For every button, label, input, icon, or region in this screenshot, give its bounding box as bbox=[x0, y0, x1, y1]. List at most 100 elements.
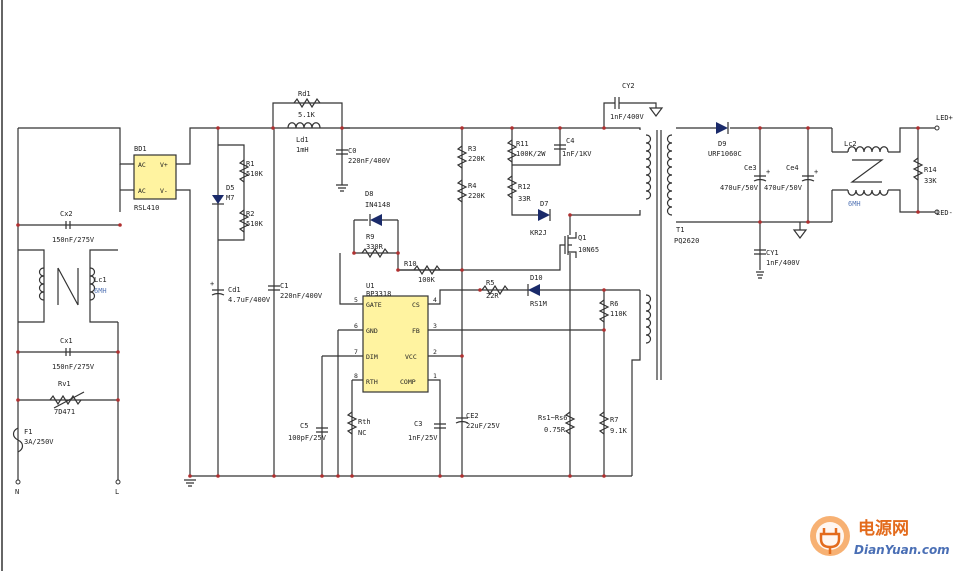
lc1-value: 6MH bbox=[94, 287, 107, 295]
capacitor-ce2: CE2 22uF/25V bbox=[455, 412, 501, 430]
f1-ref: F1 bbox=[24, 428, 32, 436]
terminal-led-plus: LED+ bbox=[936, 114, 953, 122]
u1-pin-cs: CS bbox=[412, 301, 420, 309]
lc2-value: 6MH bbox=[848, 200, 861, 208]
t1-value: PQ2620 bbox=[674, 237, 699, 245]
resistor-r6: R6 110K bbox=[598, 299, 628, 323]
input-terminals: N L bbox=[15, 479, 121, 496]
r12-ref: R12 bbox=[518, 183, 531, 191]
r10-value: 100K bbox=[418, 276, 436, 284]
varistor-rv1: Rv1 7D471 bbox=[49, 380, 85, 416]
capacitor-c5: C5 100pF/25V bbox=[288, 422, 328, 442]
lc2-ref: Lc2 bbox=[844, 140, 857, 148]
u1-pinnum-1: 1 bbox=[433, 372, 437, 380]
transformer-t1: T1 PQ2620 bbox=[645, 130, 699, 380]
c3-ref: C3 bbox=[414, 420, 422, 428]
dianyuan-logo: 电源网 DianYuan.com bbox=[810, 516, 950, 557]
resistor-r1: R1 510K bbox=[238, 159, 264, 183]
r5-ref: R5 bbox=[486, 279, 494, 287]
resistor-r3: R3 220K bbox=[456, 145, 486, 169]
c1-ref: C1 bbox=[280, 282, 288, 290]
bridge-rectifier-bd1: BD1 RSL410 AC AC V+ V- bbox=[133, 145, 177, 212]
capacitor-c0: C0 220nF/400V bbox=[336, 147, 391, 165]
diode-d9: D9 URF1060C bbox=[708, 122, 742, 158]
ld1-ref: Ld1 bbox=[296, 136, 309, 144]
resistor-r9: R9 330R bbox=[361, 233, 389, 259]
resistor-r14: R14 33K bbox=[912, 157, 937, 185]
u1-pin-gate: GATE bbox=[366, 301, 382, 309]
r1-value: 510K bbox=[246, 170, 264, 178]
cy1-value: 1nF/400V bbox=[766, 259, 801, 267]
r4-value: 220K bbox=[468, 192, 486, 200]
capacitor-c4: C4 1nF/1KV bbox=[554, 137, 592, 158]
d7-value: KR2J bbox=[530, 229, 547, 237]
u1-pinnum-7: 7 bbox=[354, 348, 358, 356]
capacitor-cx1: Cx1 150nF/275V bbox=[52, 337, 95, 371]
cy1-ref: CY1 bbox=[766, 249, 779, 257]
u1-pin-rth: RTH bbox=[366, 378, 378, 386]
d5-value: M7 bbox=[226, 194, 234, 202]
fuse-f1: F1 3A/250V bbox=[12, 427, 54, 453]
resistor-r7: R7 9.1K bbox=[598, 411, 628, 435]
u1-pin-fb: FB bbox=[412, 327, 420, 335]
capacitor-c1: C1 220nF/400V bbox=[268, 282, 323, 300]
u1-pin-vcc: VCC bbox=[405, 353, 417, 361]
capacitor-c3: C3 1nF/25V bbox=[408, 420, 446, 442]
rd1-value: 5.1K bbox=[298, 111, 316, 119]
resistor-r12: R12 33R bbox=[506, 175, 531, 203]
rs-value: 0.75R bbox=[544, 426, 566, 434]
logo-en-text: DianYuan.com bbox=[854, 543, 950, 557]
d9-value: URF1060C bbox=[708, 150, 742, 158]
resistor-r10: R10 100K bbox=[404, 260, 441, 284]
r9-value: 330R bbox=[366, 243, 384, 251]
r7-ref: R7 bbox=[610, 416, 618, 424]
capacitor-cy1: CY1 1nF/400V bbox=[754, 249, 801, 267]
u1-pin-dim: DIM bbox=[366, 353, 378, 361]
rv1-ref: Rv1 bbox=[58, 380, 71, 388]
d10-ref: D10 bbox=[530, 274, 543, 282]
cd1-plus: + bbox=[210, 280, 214, 288]
u1-pinnum-3: 3 bbox=[433, 322, 437, 330]
d10-value: RS1M bbox=[530, 300, 547, 308]
resistor-r2: R2 510K bbox=[238, 209, 264, 233]
rv1-value: 7D471 bbox=[54, 408, 75, 416]
resistor-rs: Rs1~Rs6 0.75R bbox=[538, 411, 576, 435]
q1-ref: Q1 bbox=[578, 234, 586, 242]
rd1-ref: Rd1 bbox=[298, 90, 311, 98]
d7-ref: D7 bbox=[540, 200, 548, 208]
d8-value: IN4148 bbox=[365, 201, 390, 209]
f1-value: 3A/250V bbox=[24, 438, 54, 446]
lc1-ref: Lc1 bbox=[94, 276, 107, 284]
bd1-pin-vminus: V- bbox=[160, 187, 168, 195]
ce3-ref: Ce3 bbox=[744, 164, 757, 172]
resistor-rd1: Rd1 5.1K bbox=[293, 90, 321, 119]
diode-d10: D10 RS1M bbox=[527, 274, 547, 308]
resistor-r4: R4 220K bbox=[456, 179, 486, 203]
ce4-ref: Ce4 bbox=[786, 164, 799, 172]
mosfet-q1: Q1 10N65 bbox=[564, 232, 599, 258]
inductor-ld1: Ld1 1mH bbox=[287, 122, 321, 154]
r1-ref: R1 bbox=[246, 160, 254, 168]
u1-pinnum-2: 2 bbox=[433, 348, 437, 356]
r11-value: 100K/2W bbox=[516, 150, 546, 158]
common-mode-choke-lc1: Lc1 6MH bbox=[38, 267, 107, 306]
rth-ref: Rth bbox=[358, 418, 371, 426]
ce3-plus: + bbox=[766, 168, 770, 176]
u1-pin-comp: COMP bbox=[400, 378, 416, 386]
ce4-value: 470uF/50V bbox=[764, 184, 803, 192]
d9-ref: D9 bbox=[718, 140, 726, 148]
ground-symbol bbox=[184, 107, 808, 487]
ce2-ref: CE2 bbox=[466, 412, 479, 420]
cx2-value: 150nF/275V bbox=[52, 236, 95, 244]
r7-value: 9.1K bbox=[610, 427, 628, 435]
u1-pinnum-8: 8 bbox=[354, 372, 358, 380]
terminal-n: N bbox=[15, 488, 19, 496]
capacitor-cx2: Cx2 150nF/275V bbox=[52, 210, 95, 244]
rth-value: NC bbox=[358, 429, 366, 437]
resistor-rth: Rth NC bbox=[346, 411, 371, 437]
common-mode-choke-lc2: Lc2 6MH bbox=[844, 140, 889, 208]
cd1-ref: Cd1 bbox=[228, 286, 241, 294]
junctions bbox=[16, 126, 920, 478]
logo-cn-text: 电源网 bbox=[858, 518, 909, 539]
